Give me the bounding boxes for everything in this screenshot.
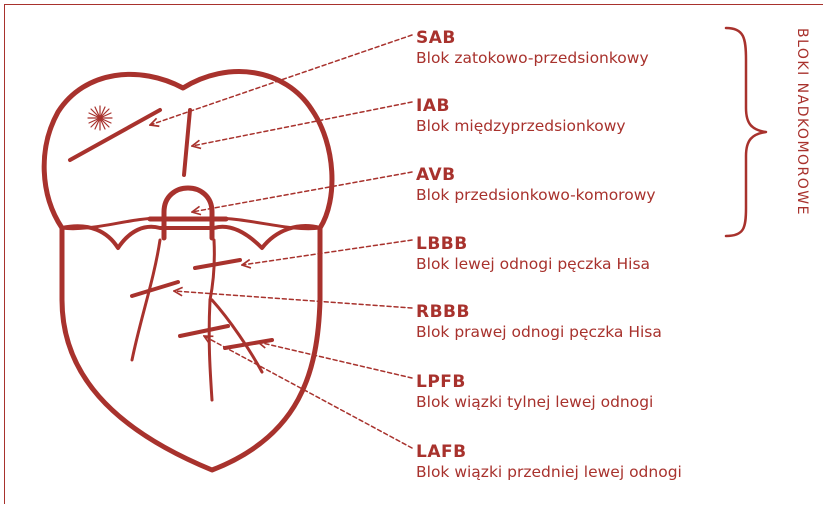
label-abbr: LBBB: [416, 234, 650, 254]
label-abbr: IAB: [416, 96, 626, 116]
left-anterior-fascicle: [212, 300, 262, 372]
label-abbr: RBBB: [416, 302, 662, 322]
label-desc: Blok lewej odnogi pęczka Hisa: [416, 254, 650, 274]
lbbb-block-bar: [195, 260, 240, 268]
label-desc: Blok zatokowo-przedsionkowy: [416, 48, 649, 68]
right-bundle-branch: [132, 240, 160, 360]
his-bundle: [164, 188, 212, 238]
group-label: BLOKI NADKOMOROWE: [786, 28, 810, 268]
left-posterior-fascicle: [209, 300, 212, 400]
label-avb: AVB Blok przedsionkowo-komorowy: [416, 165, 656, 205]
lpfb-arrow: [258, 342, 412, 378]
lpfb-block-bar: [180, 326, 228, 336]
label-desc: Blok wiązki przedniej lewej odnogi: [416, 462, 682, 482]
label-sab: SAB Blok zatokowo-przedsionkowy: [416, 28, 649, 68]
label-desc: Blok wiązki tylnej lewej odnogi: [416, 392, 653, 412]
iab-line: [184, 110, 190, 175]
sinus-node: [88, 106, 112, 130]
iab-arrow: [192, 102, 412, 146]
label-abbr: LPFB: [416, 372, 653, 392]
leader-arrows: [150, 35, 412, 448]
label-desc: Blok przedsionkowo-komorowy: [416, 185, 656, 205]
rbbb-block-bar: [132, 282, 178, 296]
label-rbbb: RBBB Blok prawej odnogi pęczka Hisa: [416, 302, 662, 342]
label-desc: Blok prawej odnogi pęczka Hisa: [416, 322, 662, 342]
label-lafb: LAFB Blok wiązki przedniej lewej odnogi: [416, 442, 682, 482]
label-lbbb: LBBB Blok lewej odnogi pęczka Hisa: [416, 234, 650, 274]
label-abbr: LAFB: [416, 442, 682, 462]
group-brace: [726, 28, 766, 236]
label-desc: Blok międzyprzedsionkowy: [416, 116, 626, 136]
sab-block-bar: [70, 110, 160, 160]
label-abbr: SAB: [416, 28, 649, 48]
lafb-arrow: [204, 336, 412, 448]
label-abbr: AVB: [416, 165, 656, 185]
av-boundary: [62, 226, 320, 248]
label-iab: IAB Blok międzyprzedsionkowy: [416, 96, 626, 136]
left-bundle-branch: [210, 240, 214, 300]
label-lpfb: LPFB Blok wiązki tylnej lewej odnogi: [416, 372, 653, 412]
avb-arrow: [192, 172, 412, 212]
